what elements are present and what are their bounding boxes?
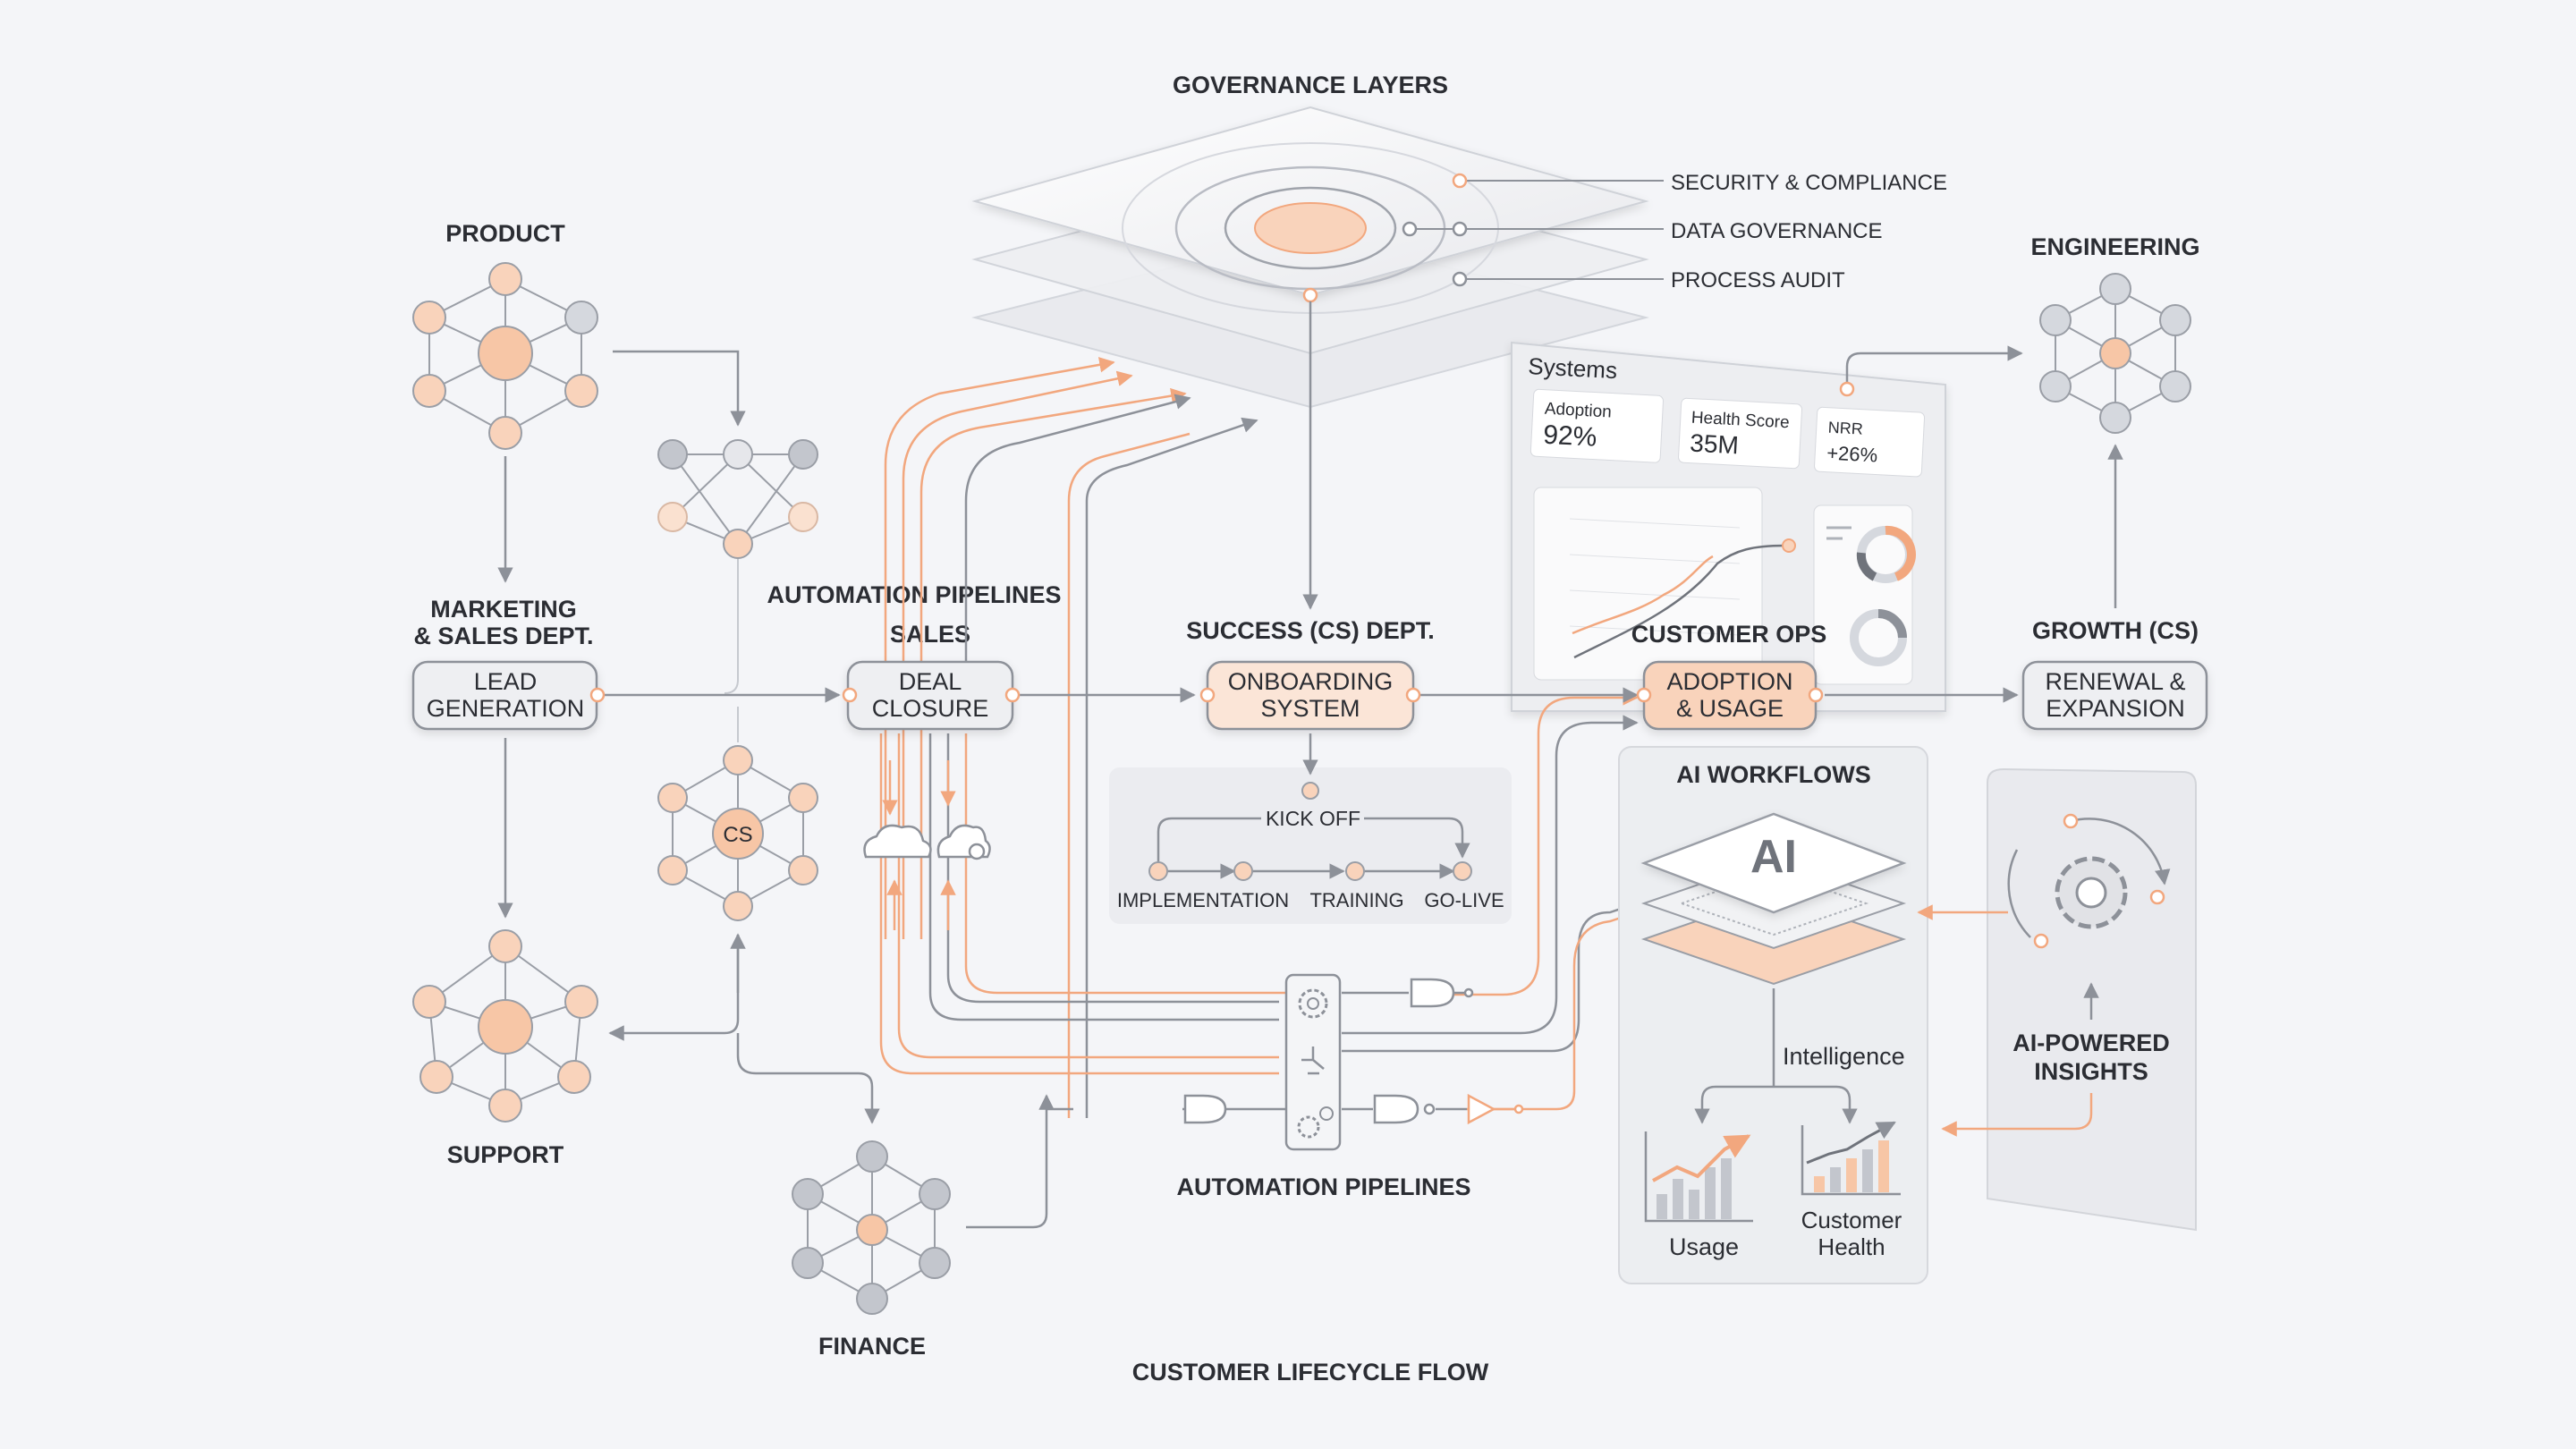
- cs-to-support-arrow: [608, 935, 740, 1041]
- governance-layer-data: DATA GOVERNANCE: [1671, 219, 1882, 243]
- product-network: [412, 262, 598, 450]
- lead-generation-line1: LEAD: [474, 668, 538, 695]
- metric-health-value: 35M: [1690, 429, 1740, 460]
- finance-to-hub-arrow: [966, 1094, 1055, 1229]
- insights-line2: INSIGHTS: [2034, 1058, 2148, 1085]
- product-to-network-arrow: [613, 350, 746, 427]
- lead-generation-box[interactable]: LEAD GENERATION: [411, 660, 606, 731]
- onboarding-line1: ONBOARDING: [1228, 668, 1394, 695]
- gear-icon: [1298, 988, 1328, 1019]
- systems-line-chart: [1533, 487, 1796, 681]
- onboarding-steps-panel: KICK OFF IMPLEMENTATION TRAINING GO-LIVE: [1109, 733, 1512, 924]
- ai-insights-panel: AI-POWERED INSIGHTS: [1917, 767, 2197, 1232]
- gear-icon: [2055, 856, 2128, 929]
- finance-label: FINANCE: [818, 1333, 926, 1360]
- onboarding-line2: SYSTEM: [1260, 695, 1360, 722]
- governance-layers: GOVERNANCE LAYERS SECURITY & COMPLIANCE …: [971, 72, 1947, 610]
- step-go-live: GO-LIVE: [1424, 889, 1504, 911]
- renewal-expansion-box[interactable]: RENEWAL & EXPANSION: [2021, 660, 2208, 731]
- and-gate-top: [1410, 978, 1455, 1008]
- adoption-line2: & USAGE: [1676, 695, 1784, 722]
- adoption-line1: ADOPTION: [1666, 668, 1792, 695]
- systems-panel-title: Systems: [1528, 352, 1618, 384]
- cloud-icon: [863, 824, 932, 859]
- governance-title: GOVERNANCE LAYERS: [1173, 72, 1448, 98]
- and-gate-right: [1373, 1094, 1419, 1124]
- ai-workflows-panel: AI WORKFLOWS AI Intelligence Usage: [1618, 746, 1928, 1284]
- metric-card-health: Health Score 35M: [1678, 397, 1803, 470]
- usage-label: Usage: [1669, 1233, 1739, 1260]
- deal-closure-line2: CLOSURE: [872, 695, 989, 722]
- product-label: PRODUCT: [445, 220, 565, 247]
- ai-chip-label: AI: [1750, 831, 1797, 883]
- finance-network: [792, 1140, 951, 1315]
- buffer-gate: [1467, 1093, 1496, 1125]
- customer-health-line1: Customer: [1801, 1207, 1902, 1233]
- support-network: [412, 929, 598, 1123]
- deal-closure-line1: DEAL: [899, 668, 962, 695]
- governance-layer-audit: PROCESS AUDIT: [1671, 268, 1845, 292]
- governance-layer-security: SECURITY & COMPLIANCE: [1671, 171, 1947, 195]
- automation-hub: [1284, 973, 1342, 1151]
- usage-chart-icon: [1644, 1131, 1753, 1223]
- cs-node-label: CS: [723, 823, 752, 847]
- metric-card-adoption: Adoption 92%: [1530, 388, 1664, 463]
- adoption-usage-box[interactable]: ADOPTION & USAGE: [1636, 660, 1824, 731]
- success-label: SUCCESS (CS) DEPT.: [1186, 617, 1435, 644]
- marketing-label-line2: & SALES DEPT.: [413, 623, 593, 649]
- step-training: TRAINING: [1309, 889, 1403, 911]
- automation-pipelines-bottom-label: AUTOMATION PIPELINES: [1176, 1174, 1470, 1200]
- circuit-icon: [1301, 1046, 1325, 1075]
- growth-label: GROWTH (CS): [2032, 617, 2199, 644]
- renewal-line1: RENEWAL &: [2045, 668, 2185, 695]
- customer-health-line2: Health: [1818, 1233, 1885, 1260]
- insights-line1: AI-POWERED: [2012, 1030, 2170, 1056]
- metric-card-nrr: NRR +26%: [1814, 406, 1926, 478]
- middle-network-top: [657, 439, 818, 559]
- pipeline-curves: [879, 357, 1639, 1118]
- support-label: SUPPORT: [447, 1141, 564, 1168]
- systems-donut-charts: [1813, 504, 1916, 685]
- metric-nrr-value: +26%: [1826, 442, 1878, 467]
- renewal-line2: EXPANSION: [2046, 695, 2185, 722]
- metric-adoption-value: 92%: [1542, 420, 1597, 453]
- onboarding-system-box[interactable]: ONBOARDING SYSTEM: [1199, 660, 1421, 731]
- cloud-sync-icon: [936, 824, 991, 860]
- metric-nrr-label: NRR: [1827, 419, 1863, 438]
- automation-pipelines-top-label: AUTOMATION PIPELINES: [767, 581, 1061, 608]
- and-gate-left: [1183, 1094, 1227, 1124]
- kickoff-label: KICK OFF: [1266, 807, 1360, 830]
- marketing-label-line1: MARKETING: [430, 596, 577, 623]
- customer-health-chart-icon: [1801, 1121, 1901, 1196]
- customer-ops-label: CUSTOMER OPS: [1631, 621, 1827, 648]
- engineering-label: ENGINEERING: [2030, 233, 2199, 260]
- engineering-network: [2039, 273, 2191, 434]
- footer-title: CUSTOMER LIFECYCLE FLOW: [1132, 1359, 1489, 1385]
- sales-label: SALES: [890, 621, 970, 648]
- logic-gates: [1182, 978, 1524, 1125]
- gear-small-icon: [1297, 1115, 1320, 1139]
- deal-closure-box[interactable]: DEAL CLOSURE: [842, 660, 1021, 731]
- ai-workflows-title: AI WORKFLOWS: [1676, 761, 1870, 788]
- cs-to-finance-arrow: [736, 1033, 880, 1124]
- metric-adoption-label: Adoption: [1544, 400, 1612, 422]
- intelligence-label: Intelligence: [1783, 1043, 1905, 1070]
- step-implementation: IMPLEMENTATION: [1117, 889, 1289, 911]
- lead-generation-line2: GENERATION: [427, 695, 585, 722]
- systems-panel: Systems Adoption 92% Health Score 35M NR…: [1511, 341, 2023, 712]
- cs-network: [657, 745, 818, 921]
